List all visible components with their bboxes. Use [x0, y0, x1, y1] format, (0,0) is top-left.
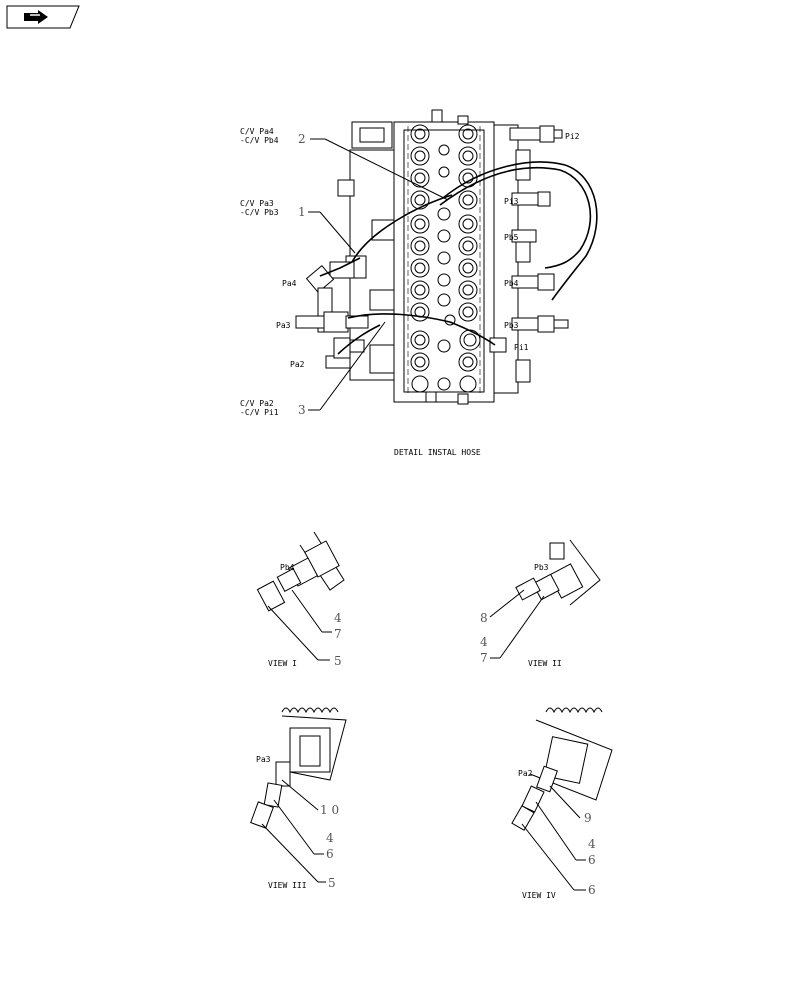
view2-callout-7: 7 [480, 651, 488, 665]
label-pa3: Pa3 [276, 321, 291, 330]
label-cv-pa2: C/V Pa2 [240, 399, 274, 408]
view4-callout-9: 9 [584, 811, 592, 825]
arrow-right-icon [6, 5, 80, 29]
view1-caption: VIEW I [268, 659, 297, 668]
label-pb5: Pb5 [504, 233, 519, 242]
view1-callout-7: 7 [334, 627, 342, 641]
label-cv-pi1: -C/V Pi1 [240, 408, 279, 417]
view-2: Pb3 8 4 7 VIEW II [480, 539, 601, 668]
callout-1: 1 [298, 205, 306, 219]
view2-callout-8: 8 [480, 611, 488, 625]
label-pi2: Pi2 [565, 132, 580, 141]
view-1: Pb4 4 7 5 VIEW I [256, 531, 345, 668]
view4-callout-4: 4 [588, 837, 596, 851]
view3-caption: VIEW III [268, 881, 307, 890]
label-pi1: Pi1 [514, 343, 529, 352]
label-pi3: Pi3 [504, 197, 519, 206]
view-4: Pa2 9 4 6 6 VIEW IV [511, 707, 613, 900]
view1-callout-4: 4 [334, 611, 342, 625]
view4-callout-6a: 6 [588, 853, 596, 867]
main-labels: C/V Pa4 -C/V Pb4 C/V Pa3 -C/V Pb3 C/V Pa… [240, 127, 580, 457]
view4-caption: VIEW IV [522, 891, 556, 900]
view4-callout-6b: 6 [588, 883, 596, 897]
view3-callout-5: 5 [328, 876, 336, 890]
view-3: Pa3 1 0 4 6 5 VIEW III [250, 707, 347, 890]
label-cv-pa4: C/V Pa4 [240, 127, 274, 136]
view3-callout-6: 6 [326, 847, 334, 861]
nav-arrow-button[interactable] [4, 4, 80, 30]
control-valve-drawing [295, 109, 598, 405]
view1-port-label: Pb4 [280, 563, 295, 572]
view2-port-label: Pb3 [534, 563, 549, 572]
view3-callout-4: 4 [326, 831, 334, 845]
detail-caption: DETAIL INSTAL HOSE [394, 448, 481, 457]
callout-2: 2 [298, 132, 306, 146]
label-cv-pa3: C/V Pa3 [240, 199, 274, 208]
label-pb4: Pb4 [504, 279, 519, 288]
view3-callout-10: 1 0 [320, 803, 339, 817]
view1-callout-5: 5 [334, 654, 342, 668]
label-pb3: Pb3 [504, 321, 519, 330]
view4-port-label: Pa2 [518, 769, 533, 778]
callout-3: 3 [298, 403, 306, 417]
view2-callout-4: 4 [480, 635, 488, 649]
view3-port-label: Pa3 [256, 755, 271, 764]
label-pa4: Pa4 [282, 279, 297, 288]
label-pa2: Pa2 [290, 360, 305, 369]
view2-caption: VIEW II [528, 659, 562, 668]
label-cv-pb3: -C/V Pb3 [240, 208, 279, 217]
label-cv-pb4: -C/V Pb4 [240, 136, 279, 145]
